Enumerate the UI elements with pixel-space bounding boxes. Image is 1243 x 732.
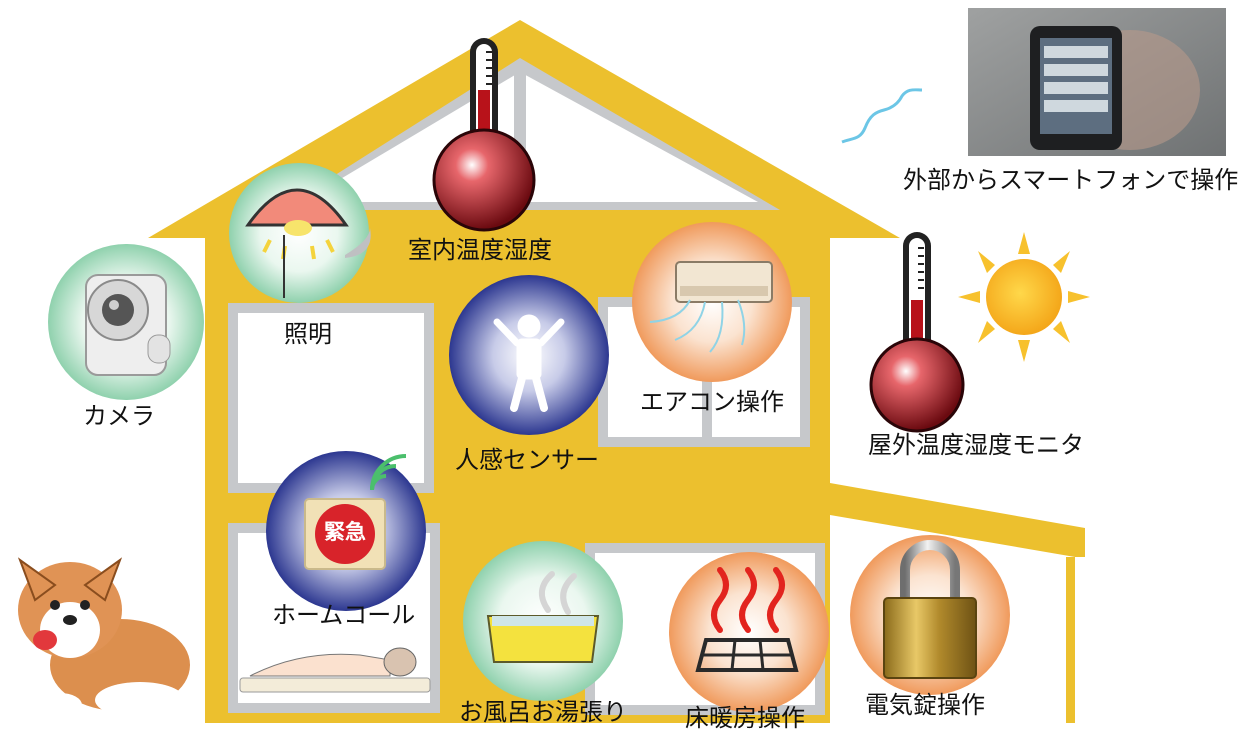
emergency-badge-label: 緊急 (324, 520, 366, 544)
sleeping-person-icon (239, 647, 431, 693)
aircon-icon (632, 222, 792, 382)
sun-icon (958, 232, 1090, 362)
smartphone-photo (968, 8, 1226, 156)
bathtub-icon (463, 541, 623, 701)
floor-heating-icon (669, 552, 829, 712)
wifi-icon (370, 454, 407, 491)
outdoor-thermometer-icon (869, 232, 965, 433)
electric-lock-label: 電気錠操作 (865, 691, 985, 719)
home-call-label: ホームコール (272, 601, 416, 629)
indoor-thermometer-icon (432, 38, 536, 232)
bath-label: お風呂お湯張り (459, 698, 627, 726)
wireless-signal-icon (841, 88, 923, 144)
camera-label: カメラ (83, 402, 155, 430)
person-icon (449, 275, 609, 435)
lamp-icon (229, 163, 371, 303)
remote-smartphone-label: 外部からスマートフォンで操作 (903, 166, 1239, 194)
motion-sensor-label: 人感センサー (455, 446, 599, 474)
padlock-icon (850, 535, 1010, 695)
outdoor-monitor-label: 屋外温度湿度モニタ (868, 431, 1084, 459)
aircon-label: エアコン操作 (640, 388, 784, 416)
corgi-dog-icon (17, 557, 190, 718)
emergency-button-icon (266, 451, 426, 611)
lighting-label: 照明 (284, 320, 332, 348)
floor-heating-label: 床暖房操作 (685, 704, 805, 732)
camera-icon (48, 244, 204, 400)
indoor-temp-humidity-label: 室内温度湿度 (408, 236, 552, 264)
